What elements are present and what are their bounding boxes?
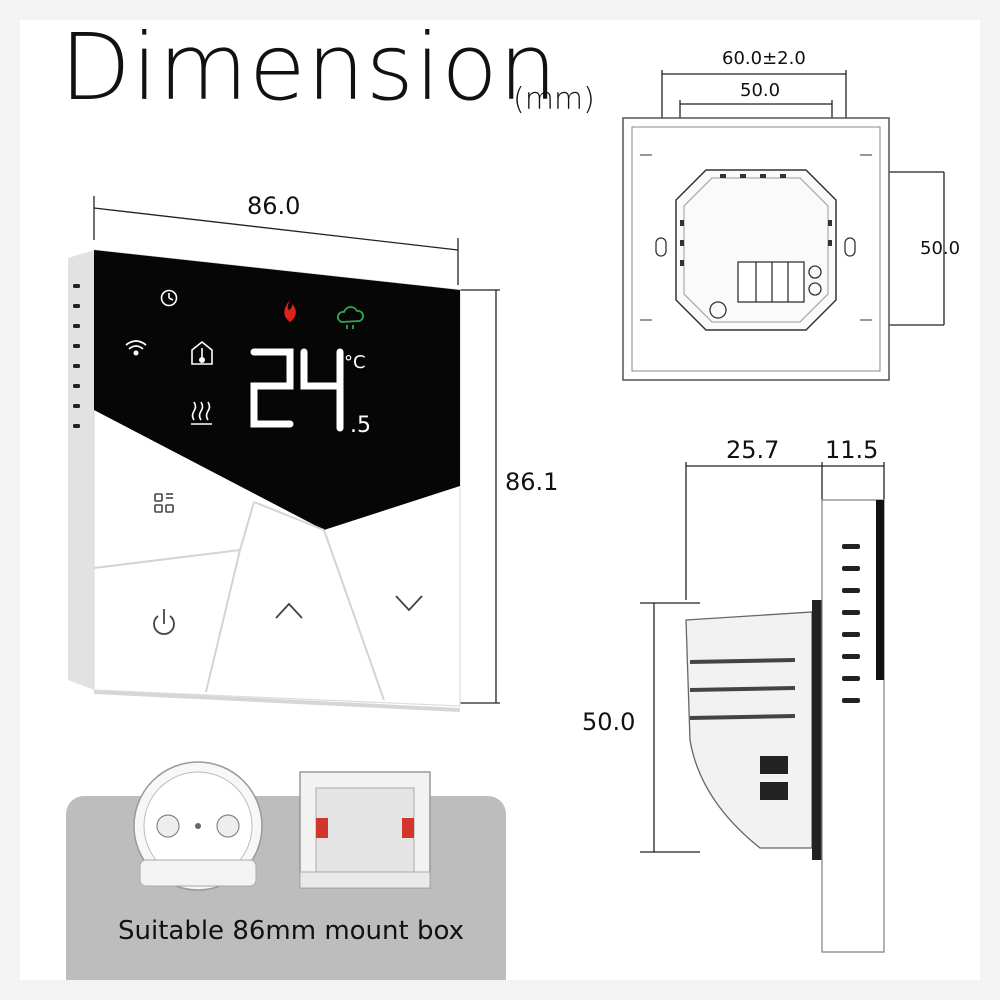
round-mount-box	[133, 761, 263, 891]
unit-label: (mm)	[513, 82, 595, 117]
square-mount-box	[299, 771, 431, 889]
mount-box-caption: Suitable 86mm mount box	[118, 916, 464, 946]
mount-hole-left	[655, 237, 667, 257]
display-glass	[94, 250, 460, 530]
mount-hole-right	[844, 237, 856, 257]
side-panel-vents	[842, 544, 860, 703]
side-vents	[73, 284, 80, 428]
temperature-digits	[250, 348, 344, 432]
temperature-decimal: .5	[350, 413, 371, 438]
home-thermometer-icon	[191, 340, 213, 365]
terminal-block	[737, 261, 805, 303]
chevron-down-icon[interactable]	[395, 595, 423, 612]
side-panel-label: 11.5	[825, 436, 879, 464]
front-height-label: 86.1	[505, 468, 559, 496]
back-height-label: 50.0	[920, 238, 961, 259]
front-dimension-lines	[93, 196, 500, 704]
wifi-icon	[125, 340, 147, 356]
menu-icon[interactable]	[154, 493, 174, 513]
chevron-up-icon[interactable]	[275, 602, 303, 619]
side-terminal-2	[760, 782, 788, 800]
side-panel	[821, 499, 885, 953]
side-depth-label: 25.7	[726, 436, 780, 464]
front-width-label: 86.0	[247, 192, 301, 220]
clock-icon	[160, 289, 178, 307]
power-icon[interactable]	[153, 609, 175, 635]
heating-icon	[191, 401, 212, 425]
flame-icon	[284, 300, 296, 322]
temperature-unit: °C	[344, 352, 366, 373]
side-terminal-1	[760, 756, 788, 774]
panel-side	[68, 250, 94, 690]
back-inner-width-label: 50.0	[740, 80, 781, 101]
cloud-icon	[337, 306, 364, 329]
back-outer-width-label: 60.0±2.0	[722, 48, 806, 69]
side-height-label: 50.0	[582, 708, 636, 736]
page-title: Dimension	[60, 14, 559, 121]
